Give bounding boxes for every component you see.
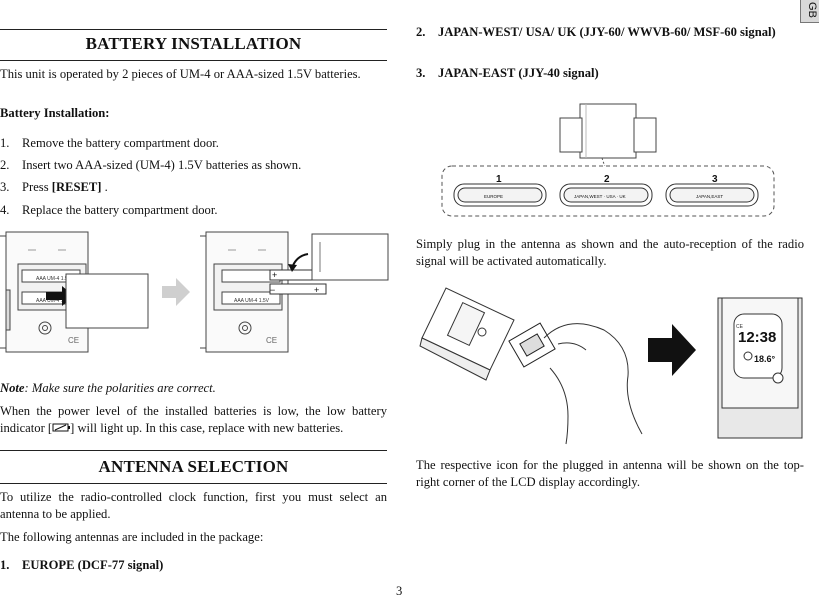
antenna-list-item: 3. JAPAN-EAST (JJY-40 signal) [416,65,804,82]
step-text-pre: Press [22,180,52,194]
clock-time-display: 12:38 [738,329,776,346]
low-battery-paragraph: When the power level of the installed ba… [0,403,387,437]
antenna-name: EUROPE (DCF-77 signal) [22,558,164,572]
language-tab: GB [800,0,819,23]
battery-label: AAA UM-4 1.5V [234,298,270,304]
curved-arrow-icon [288,253,309,272]
clock-temperature-display: 18.6° [754,354,776,364]
step-text: Remove the battery compartment door. [22,136,219,150]
ce-mark: CE [68,336,79,345]
clock-device-tilted [419,287,515,381]
antenna-label: EUROPE [484,194,503,199]
step-text: Replace the battery compartment door. [22,203,218,217]
battery-door-left [65,273,149,329]
antenna-number: 3 [712,174,718,185]
battery-label: AAA UM-4 1.5V [36,298,72,304]
antenna-label: JAPAN,WEST · USA · UK [574,194,626,199]
low-battery-icon [52,421,71,432]
battery-installation-figure: AAA UM-4 1.5V AAA UM-4 1.5V CE AAA UM-4 … [0,231,389,353]
antenna-module-top [559,103,657,159]
list-number: 3. [416,66,426,80]
hand-illustration [543,323,643,445]
step-text: Insert two AAA-sized (UM-4) 1.5V batteri… [22,158,302,172]
polarity-plus: + [272,270,277,280]
section-rule-top [0,450,387,451]
battery-intro-text: This unit is operated by 2 pieces of UM-… [0,67,361,81]
antenna-plug-figure: 12:38 18.6° CE [419,287,803,445]
antenna-selection-heading: ANTENNA SELECTION [98,457,289,476]
battery-door-right [311,233,389,281]
polarity-plus: + [314,285,319,295]
antenna-japan-east [665,183,759,207]
antenna-label: JAPAN,EAST [696,194,723,199]
ce-mark: CE [266,336,277,345]
note-text: : Make sure the polarities are correct. [24,381,216,395]
note-label: Note [0,381,25,395]
battery-installation-heading: BATTERY INSTALLATION [85,34,302,53]
antenna-figure: 1 2 3 EUROPE JAPAN,WEST · USA · UK JAPAN… [441,103,775,217]
language-tab-label: GB [805,2,818,18]
battery-step: 1. Remove the battery compartment door. [0,135,387,152]
low-battery-text: ] will light up. In this case, replace w… [70,421,344,435]
icon-display-text: The respective icon for the plugged in a… [416,458,804,489]
antenna-intro-text: To utilize the radio-controlled clock fu… [0,490,387,521]
battery-label: AAA UM-4 1.5V [36,276,72,282]
battery-step: 4. Replace the battery compartment door. [0,202,387,219]
antenna-name: JAPAN-WEST/ USA/ UK (JJY-60/ WWVB-60/ MS… [438,25,776,39]
list-number: 1. [0,558,10,572]
large-arrow-icon [648,324,696,376]
step-text: Press [RESET] . [22,179,108,196]
antenna-europe [453,183,547,207]
antenna-japan-west-usa-uk [559,183,653,207]
section-rule-bottom [0,483,387,484]
antenna-list-item: 2. JAPAN-WEST/ USA/ UK (JJY-60/ WWVB-60/… [416,24,804,60]
antenna-included-text: The following antennas are included in t… [0,530,264,544]
polarity-minus: − [270,285,275,295]
note-line: Note: Make sure the polarities are corre… [0,380,387,397]
antenna-name: JAPAN-EAST (JJY-40 signal) [438,66,599,80]
antenna-plug [508,322,556,368]
step-number: 4. [0,203,10,217]
battery-step: 3. Press [RESET] . [0,179,387,196]
battery-step: 2. Insert two AAA-sized (UM-4) 1.5V batt… [0,157,387,174]
ce-mark: CE [736,324,744,330]
section-rule-bottom [0,60,387,61]
transition-arrow-icon [162,278,190,306]
step-number: 3. [0,180,10,194]
antenna-list-item: 1. EUROPE (DCF-77 signal) [0,557,387,574]
antenna-number: 1 [496,174,502,185]
plug-in-text: Simply plug in the antenna as shown and … [416,237,804,268]
antenna-number: 2 [604,174,610,185]
page-number: 3 [396,584,403,598]
clock-device-front [717,297,803,439]
section-rule-top [0,29,387,30]
step-number: 1. [0,136,10,150]
step-text-post: . [101,180,108,194]
list-number: 2. [416,25,426,39]
battery-subheading: Battery Installation: [0,106,110,120]
step-number: 2. [0,158,10,172]
low-battery-text: When the power level of the installed ba… [0,404,387,435]
reset-key-label: [RESET] [51,180,102,194]
